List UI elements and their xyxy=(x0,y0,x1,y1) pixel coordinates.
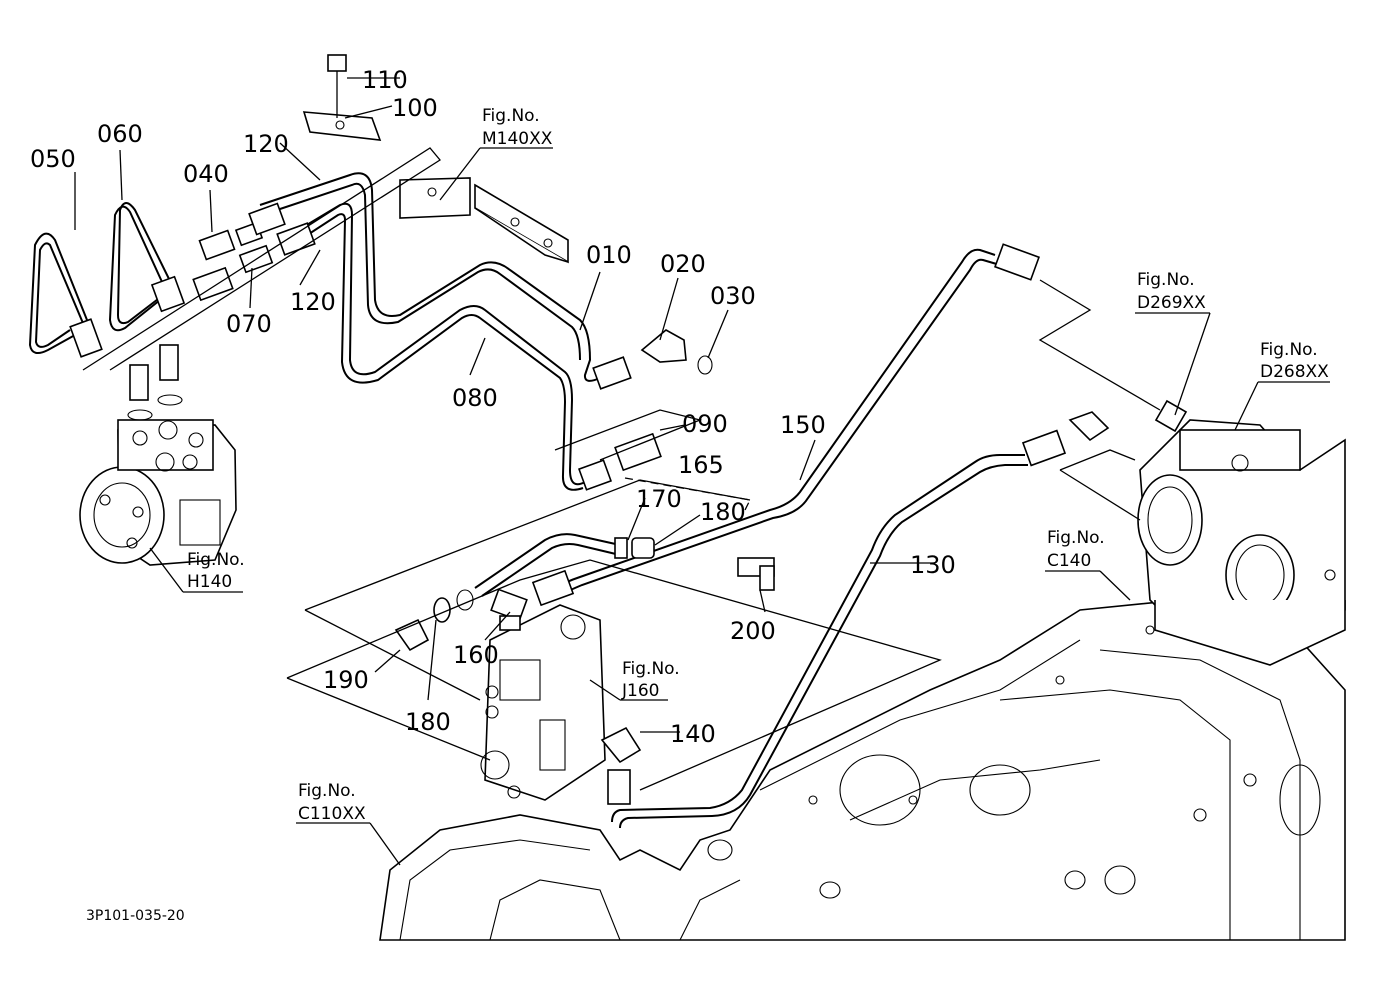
part-label-070: 070 xyxy=(226,310,272,338)
fig-ref-d269: D269XX xyxy=(1137,293,1206,313)
part-label-165: 165 xyxy=(678,451,724,479)
control-valve-drawing xyxy=(480,604,606,801)
part-label-040: 040 xyxy=(183,160,229,188)
part-label-140: 140 xyxy=(670,720,716,748)
part-label-100: 100 xyxy=(392,94,438,122)
part-label-050: 050 xyxy=(30,145,76,173)
motor-adapters xyxy=(127,344,183,421)
fig-ref-c140-label: Fig.No. xyxy=(1047,528,1105,548)
hydraulic-motor-drawing xyxy=(79,419,237,566)
lift-housing-drawing xyxy=(1137,419,1346,666)
part-label-120-bottom: 120 xyxy=(290,288,336,316)
drawing-code: 3P101-035-20 xyxy=(86,908,185,924)
part-label-150: 150 xyxy=(780,411,826,439)
fittings xyxy=(69,202,1188,805)
part-label-160: 160 xyxy=(453,641,499,669)
part-label-130: 130 xyxy=(910,551,956,579)
part-label-180-bottom: 180 xyxy=(405,708,451,736)
fig-ref-d268-label: Fig.No. xyxy=(1260,340,1318,360)
part-label-010: 010 xyxy=(586,241,632,269)
hydraulic-pipes xyxy=(28,172,1028,829)
bracket-plates xyxy=(302,111,569,264)
leader-lines xyxy=(74,77,1330,866)
part-label-030: 030 xyxy=(710,282,756,310)
part-labels: 110 100 060 120 050 040 010 020 030 120 … xyxy=(30,66,956,748)
fig-ref-j160-label: Fig.No. xyxy=(622,659,680,679)
fig-ref-h140-label: Fig.No. xyxy=(187,550,245,570)
fig-ref-h140: H140 xyxy=(187,572,232,592)
fig-ref-d268: D268XX xyxy=(1260,362,1329,382)
fig-ref-c110: C110XX xyxy=(298,804,366,824)
fig-ref-m140-label: Fig.No. xyxy=(482,106,540,126)
fig-ref-c140: C140 xyxy=(1047,551,1091,571)
fig-ref-m140: M140XX xyxy=(482,129,553,149)
fig-ref-j160: J160 xyxy=(621,681,659,701)
part-label-200: 200 xyxy=(730,617,776,645)
part-label-190: 190 xyxy=(323,666,369,694)
figure-references: Fig.No. M140XX Fig.No. D269XX Fig.No. D2… xyxy=(187,106,1329,824)
part-label-180-top: 180 xyxy=(700,498,746,526)
part-label-120-top: 120 xyxy=(243,130,289,158)
part-label-110: 110 xyxy=(362,66,408,94)
part-label-080: 080 xyxy=(452,384,498,412)
part-label-020: 020 xyxy=(660,250,706,278)
part-label-090: 090 xyxy=(682,410,728,438)
bolt-110-drawing xyxy=(327,54,347,118)
fig-ref-c110-label: Fig.No. xyxy=(298,781,356,801)
part-label-060: 060 xyxy=(97,120,143,148)
fig-ref-d269-label: Fig.No. xyxy=(1137,270,1195,290)
part-label-170: 170 xyxy=(636,485,682,513)
